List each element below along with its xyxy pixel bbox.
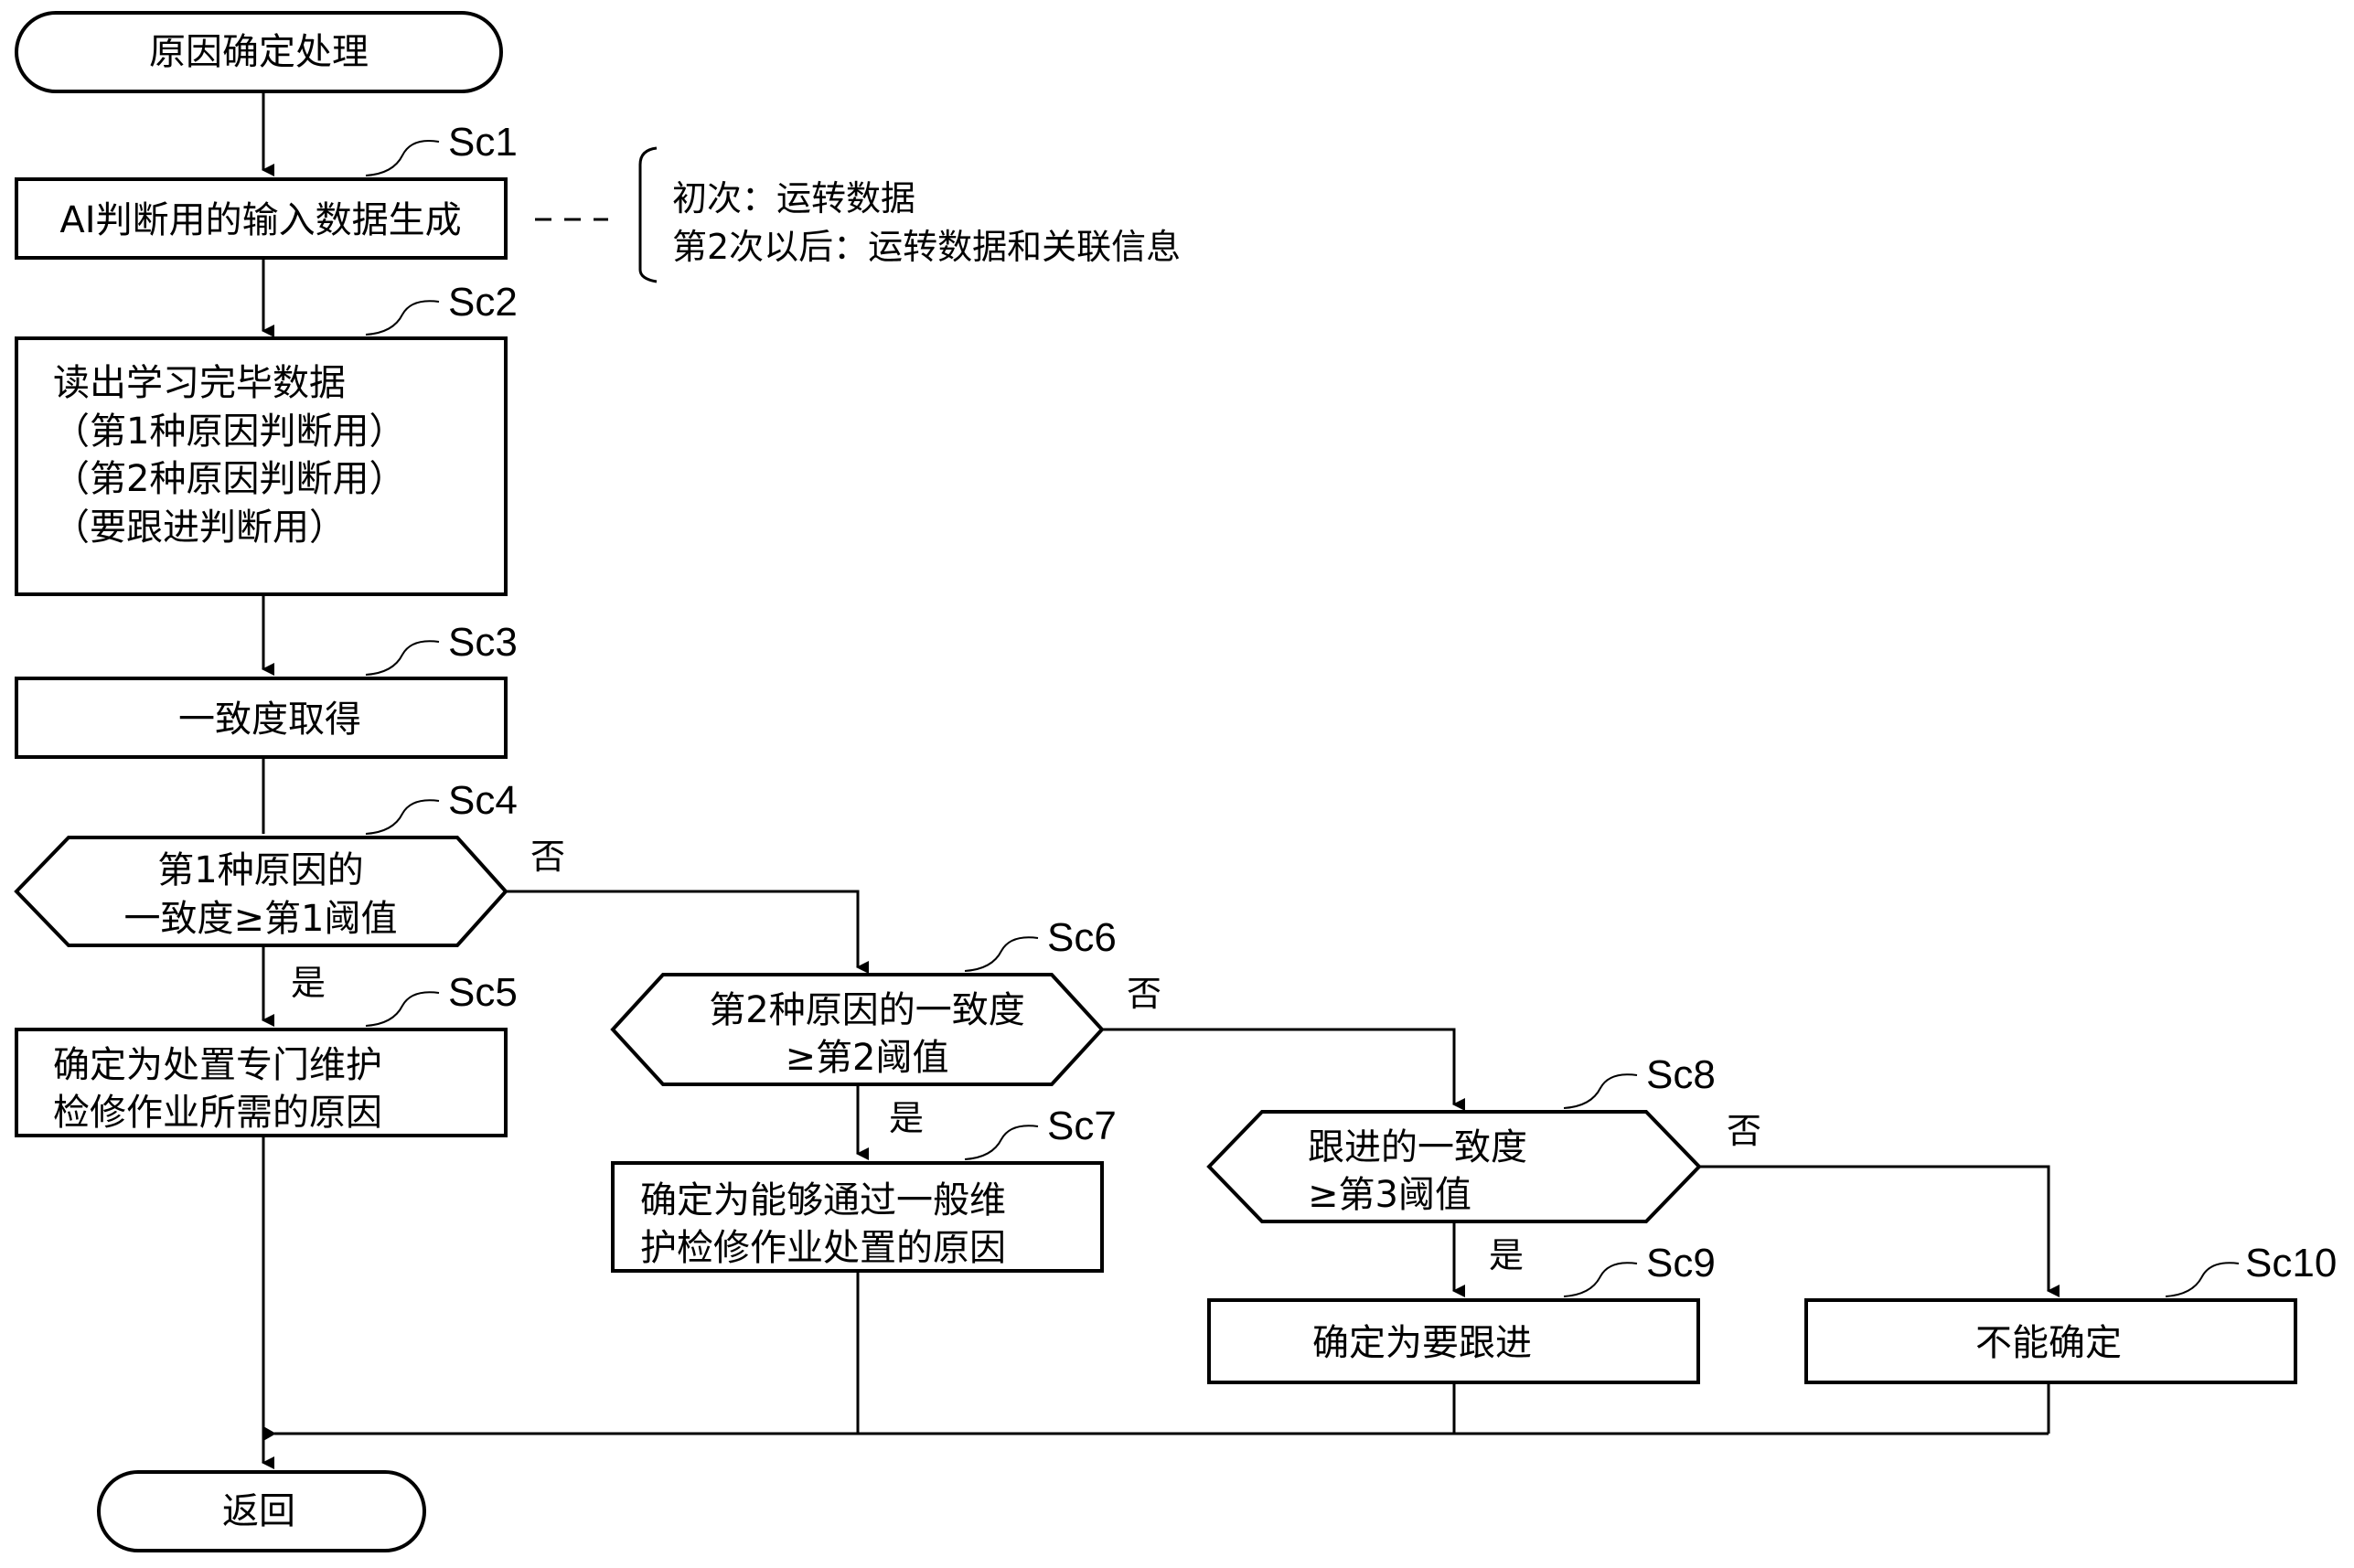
sc4-line-2: 一致度≥第1阈值 [124, 898, 398, 940]
sc10-text: 不能确定 [1975, 1322, 2122, 1364]
sc4-line-1: 第1种原因的 [157, 849, 363, 891]
sc5-line-2: 检修作业所需的原因 [53, 1092, 382, 1134]
sc2-label: Sc2 [448, 280, 518, 325]
sc6-yes-label: 是 [889, 1098, 924, 1138]
step-sc2: 读出学习完毕数据 （第1种原因判断用） （第2种原因判断用） （要跟进判断用） … [15, 280, 518, 596]
connector-sc4-no [506, 890, 869, 974]
note-line-1: 初次：运转数据 [672, 178, 915, 219]
sc2-line-3: （第2种原因判断用） [53, 458, 405, 500]
sc4-label: Sc4 [448, 778, 518, 823]
sc7-line-2: 护检修作业处置的原因 [640, 1227, 1006, 1269]
step-sc3: 一致度取得 Sc3 [15, 620, 518, 759]
return-terminal: 返回 [97, 1470, 426, 1552]
step-sc5: 确定为处置专门维护 检修作业所需的原因 Sc5 [15, 970, 518, 1137]
sc9-label: Sc9 [1646, 1241, 1716, 1285]
sc3-text: 一致度取得 [178, 699, 361, 741]
note: 初次：运转数据 第2次以后：运转数据和关联信息 [672, 178, 1181, 267]
step-sc1: AI判断用的输入数据生成 Sc1 [15, 120, 518, 260]
sc2-line-2: （第1种原因判断用） [53, 411, 405, 453]
start-label: 原因确定处理 [149, 31, 369, 73]
start-terminal: 原因确定处理 [15, 11, 503, 93]
note-line-2: 第2次以后：运转数据和关联信息 [672, 227, 1181, 267]
decision-sc4: 第1种原因的 一致度≥第1阈值 Sc4 [14, 778, 518, 947]
sc6-no-label: 否 [1127, 974, 1161, 1014]
sc4-no-label: 否 [530, 837, 565, 877]
sc2-line-1: 读出学习完毕数据 [53, 362, 346, 404]
sc6-label: Sc6 [1047, 915, 1117, 960]
step-sc9: 确定为要跟进 Sc9 [1207, 1241, 1716, 1384]
sc3-label: Sc3 [448, 620, 518, 665]
sc7-label: Sc7 [1047, 1104, 1117, 1148]
sc10-label: Sc10 [2245, 1241, 2337, 1285]
return-label: 返回 [222, 1490, 295, 1532]
sc7-line-1: 确定为能够通过一般维 [640, 1179, 1006, 1221]
sc8-line-2: ≥第3阈值 [1308, 1174, 1471, 1216]
sc8-label: Sc8 [1646, 1052, 1716, 1097]
sc5-label: Sc5 [448, 970, 518, 1015]
decision-sc8: 跟进的一致度 ≥第3阈值 Sc8 [1206, 1052, 1716, 1223]
sc6-line-1: 第2种原因的一致度 [709, 989, 1024, 1031]
step-sc7: 确定为能够通过一般维 护检修作业处置的原因 Sc7 [611, 1104, 1117, 1273]
sc8-line-1: 跟进的一致度 [1308, 1126, 1527, 1168]
connector-sc8-no [1699, 1165, 2060, 1297]
sc2-line-4: （要跟进判断用） [53, 507, 346, 549]
sc8-yes-label: 是 [1489, 1235, 1524, 1275]
step-sc10: 不能确定 Sc10 [1804, 1241, 2337, 1384]
sc4-yes-label: 是 [291, 963, 326, 1003]
sc5-line-1: 确定为处置专门维护 [53, 1044, 382, 1086]
sc6-line-2: ≥第2阈值 [786, 1037, 949, 1079]
sc1-text: AI判断用的输入数据生成 [59, 199, 461, 241]
note-brace [638, 146, 658, 283]
decision-sc6: 第2种原因的一致度 ≥第2阈值 Sc6 [610, 915, 1117, 1086]
sc1-label: Sc1 [448, 120, 518, 165]
sc9-text: 确定为要跟进 [1312, 1322, 1532, 1364]
connector-sc6-no [1102, 1028, 1465, 1111]
sc8-no-label: 否 [1727, 1111, 1761, 1151]
